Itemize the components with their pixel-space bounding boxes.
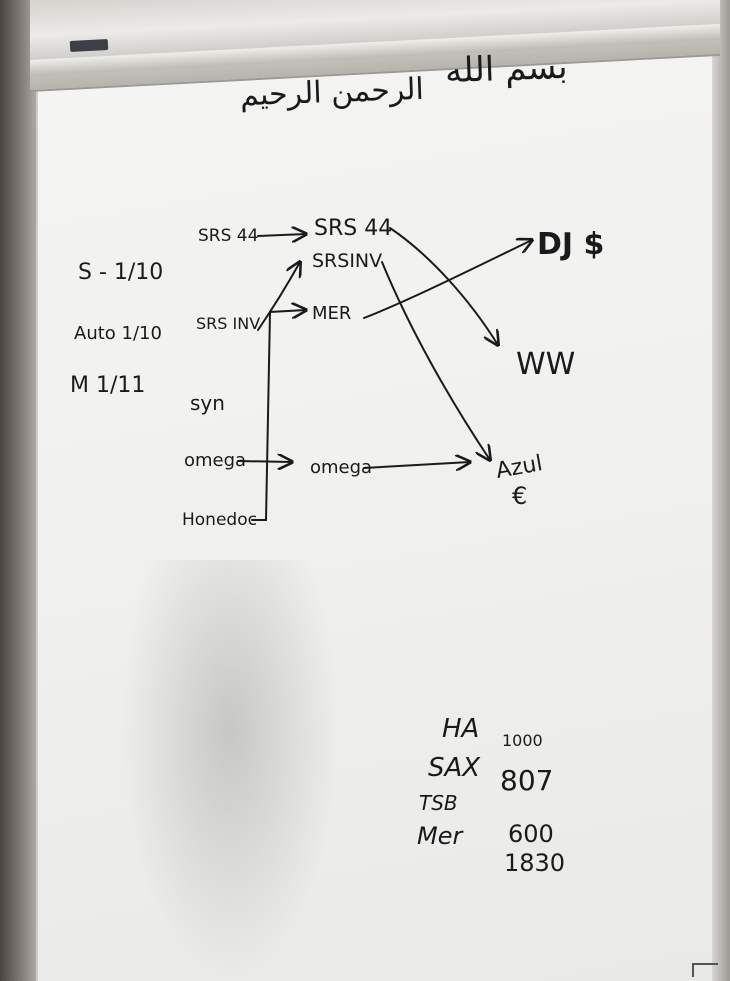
middle-srsinv: SRSINV xyxy=(312,250,383,272)
source-srs-inv: SRS INV xyxy=(196,314,261,333)
middle-mer: MER xyxy=(312,303,352,324)
arrow-srs44-to-srs44 xyxy=(257,234,306,236)
table-value-sax: 807 xyxy=(500,764,554,797)
table-value-mer: 600 xyxy=(508,820,554,848)
source-honedoc: Honedoc xyxy=(182,510,257,530)
target-euro: € xyxy=(512,482,528,510)
middle-srs44: SRS 44 xyxy=(314,216,393,241)
target-dj: DJ $ xyxy=(537,227,605,262)
middle-omega: omega xyxy=(310,457,373,478)
left-note-auto: Auto 1/10 xyxy=(74,323,162,344)
target-ww: WW xyxy=(516,347,576,382)
whiteboard xyxy=(36,18,718,981)
table-value-ha: 1000 xyxy=(502,731,543,750)
source-omega: omega xyxy=(184,450,247,471)
arrow-mer-to-dj xyxy=(363,240,532,319)
table-label-sax: SAX xyxy=(428,753,481,783)
left-note-m: M 1/11 xyxy=(70,373,146,398)
table-label-tsb: TSB xyxy=(419,791,458,815)
left-note-s: S - 1/10 xyxy=(78,260,164,285)
arrow-omega-to-azul xyxy=(363,462,470,468)
table-value-total: 1830 xyxy=(504,849,566,877)
table-label-ha: HA xyxy=(442,714,480,744)
wall-left xyxy=(0,0,40,981)
source-srs44: SRS 44 xyxy=(198,226,259,246)
arrow-srsinv-to-azul xyxy=(381,261,490,460)
wall-right xyxy=(712,0,730,981)
arrow-srsinv-to-srsinv xyxy=(257,262,300,331)
arrow-omega-to-omega xyxy=(237,461,292,462)
arrow-srs44-to-ww xyxy=(389,227,498,345)
table-label-mer: Mer xyxy=(417,822,463,850)
arrow-honedoc-to-mer xyxy=(251,310,306,521)
source-syn: syn xyxy=(190,391,225,415)
person-shadow xyxy=(120,560,340,980)
corner-mark xyxy=(692,963,718,977)
